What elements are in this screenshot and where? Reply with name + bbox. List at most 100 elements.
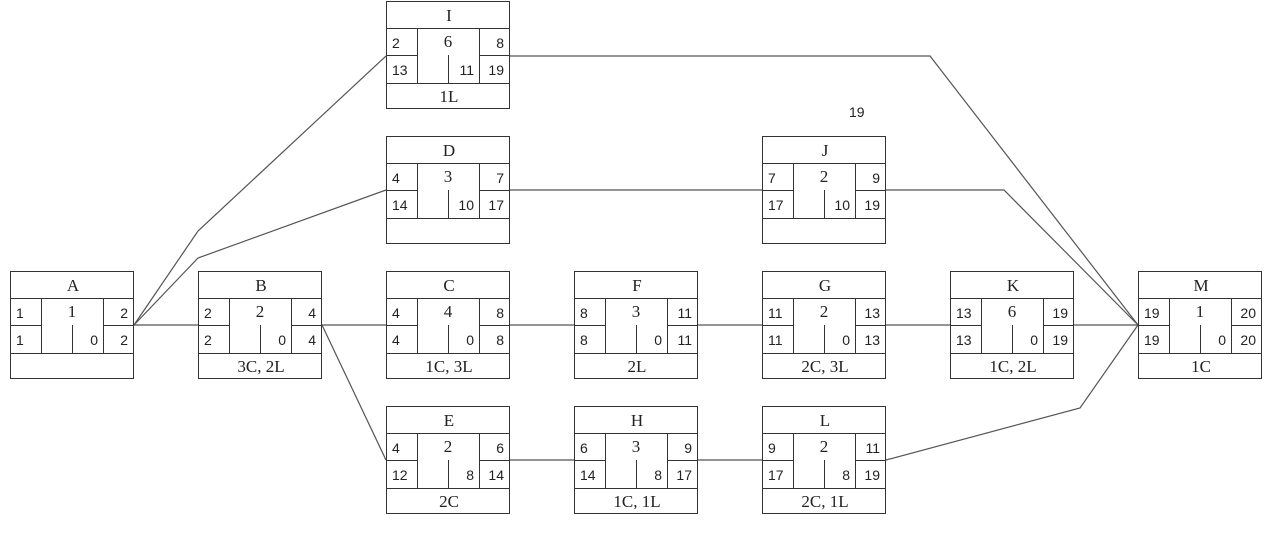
edge-b-to-e — [321, 324, 387, 461]
latest-finish: 14 — [488, 467, 504, 483]
latest-finish: 19 — [864, 197, 880, 213]
activity-duration: 1 — [1195, 302, 1205, 321]
earliest-start: 7 — [768, 170, 776, 186]
latest-start: 11 — [768, 332, 783, 348]
edge-l-to-m — [885, 324, 1139, 461]
total-float: 10 — [458, 197, 474, 213]
latest-start: 2 — [204, 332, 212, 348]
activity-duration: 2 — [819, 167, 829, 186]
activity-name: J — [821, 141, 829, 160]
latest-start: 14 — [392, 197, 408, 213]
total-float: 8 — [842, 467, 850, 483]
earliest-finish: 6 — [496, 440, 504, 456]
activity-name: M — [1193, 276, 1209, 295]
resource-requirement: 1L — [439, 87, 459, 106]
resource-requirement: 1C, 3L — [425, 357, 473, 376]
activity-duration: 6 — [443, 32, 453, 51]
latest-start: 8 — [580, 332, 588, 348]
total-float: 10 — [834, 197, 850, 213]
activity-name: L — [819, 411, 831, 430]
latest-start: 13 — [392, 62, 408, 78]
latest-start: 19 — [1144, 332, 1160, 348]
earliest-start: 2 — [392, 35, 400, 51]
total-float: 0 — [466, 332, 474, 348]
earliest-finish: 19 — [1052, 305, 1068, 321]
earliest-finish: 20 — [1240, 305, 1256, 321]
latest-start: 17 — [768, 467, 784, 483]
total-float: 0 — [278, 332, 286, 348]
earliest-finish: 9 — [684, 440, 692, 456]
latest-start: 14 — [580, 467, 596, 483]
resource-requirement: 1C — [1191, 357, 1211, 376]
latest-finish: 4 — [308, 332, 316, 348]
earliest-finish: 11 — [865, 440, 880, 456]
earliest-start: 8 — [580, 305, 588, 321]
latest-start: 12 — [392, 467, 408, 483]
earliest-finish: 9 — [872, 170, 880, 186]
activity-name: F — [632, 276, 642, 295]
latest-finish: 19 — [1052, 332, 1068, 348]
latest-finish: 20 — [1240, 332, 1256, 348]
earliest-finish: 2 — [120, 305, 128, 321]
earliest-finish: 11 — [677, 305, 692, 321]
total-float: 0 — [654, 332, 662, 348]
earliest-start: 13 — [956, 305, 972, 321]
resource-requirement: 3C, 2L — [237, 357, 285, 376]
earliest-start: 1 — [16, 305, 24, 321]
total-float: 0 — [842, 332, 850, 348]
latest-start: 13 — [956, 332, 972, 348]
earliest-start: 11 — [768, 305, 783, 321]
activity-duration: 4 — [443, 302, 453, 321]
edge-j-to-m — [886, 189, 1139, 326]
edge-a-to-i — [133, 55, 387, 326]
activity-duration: 3 — [631, 437, 641, 456]
total-float: 0 — [90, 332, 98, 348]
activity-node-m: M 1 19 20 19 0 20 1C — [1138, 271, 1262, 379]
earliest-finish: 8 — [496, 305, 504, 321]
resource-requirement: 2C — [439, 492, 459, 511]
total-float: 8 — [466, 467, 474, 483]
latest-finish: 17 — [676, 467, 692, 483]
total-float: 0 — [1218, 332, 1226, 348]
activity-duration: 3 — [443, 167, 453, 186]
activity-name: I — [446, 6, 452, 25]
activity-duration: 2 — [255, 302, 265, 321]
earliest-start: 9 — [768, 440, 776, 456]
latest-finish: 17 — [488, 197, 504, 213]
earliest-start: 2 — [204, 305, 212, 321]
resource-requirement: 1C, 1L — [613, 492, 661, 511]
earliest-start: 19 — [1144, 305, 1160, 321]
latest-start: 4 — [392, 332, 400, 348]
latest-finish: 2 — [120, 332, 128, 348]
latest-start: 1 — [16, 332, 24, 348]
latest-finish: 19 — [488, 62, 504, 78]
latest-start: 17 — [768, 197, 784, 213]
activity-name: K — [1006, 276, 1020, 295]
earliest-start: 4 — [392, 305, 400, 321]
activity-name: A — [66, 276, 80, 295]
annotation-above-j: 19 — [849, 104, 865, 120]
total-float: 8 — [654, 467, 662, 483]
resource-requirement: 1C, 2L — [989, 357, 1037, 376]
activity-name: B — [255, 276, 267, 295]
latest-finish: 13 — [864, 332, 880, 348]
activity-duration: 2 — [819, 302, 829, 321]
earliest-finish: 7 — [496, 170, 504, 186]
earliest-finish: 8 — [496, 35, 504, 51]
earliest-finish: 4 — [308, 305, 316, 321]
activity-duration: 6 — [1007, 302, 1017, 321]
activity-node-j: J 2 7 9 17 10 19 — [762, 136, 886, 244]
activity-duration: 1 — [67, 302, 77, 321]
edge-i-to-m — [510, 55, 1139, 326]
activity-name: G — [818, 276, 832, 295]
